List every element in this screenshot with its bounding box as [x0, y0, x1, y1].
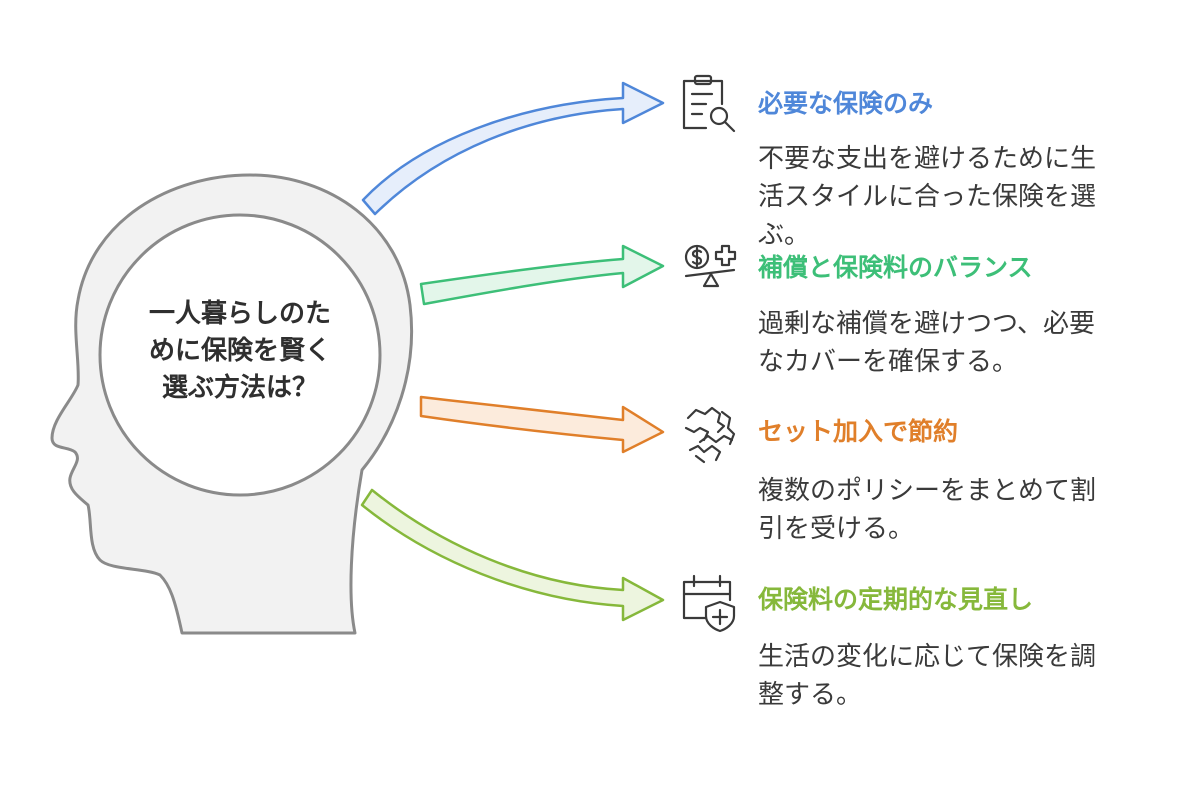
desc-line: なカバーを確保する。 — [758, 347, 1019, 377]
arrow-green — [419, 244, 665, 306]
money-balance-icon — [684, 244, 737, 288]
desc-line: 引を受ける。 — [758, 514, 915, 544]
item-title-periodic-review: 保険料の定期的な見直し — [758, 585, 1034, 614]
item-title-coverage-balance: 補償と保険料のバランス — [758, 253, 1033, 282]
arrow-blue — [361, 81, 665, 216]
item-desc-coverage-balance: 過剰な補償を避けつつ、必要 なカバーを確保する。 — [758, 305, 1173, 381]
item-desc-bundle-savings: 複数のポリシーをまとめて割 引を受ける。 — [758, 472, 1173, 548]
item-title-bundle-savings: セット加入で節約 — [758, 417, 959, 446]
central-question: 一人暮らしのた めに保険を賢く 選ぶ方法は？ — [118, 296, 362, 407]
arrow-lime — [360, 488, 665, 622]
desc-line: 過剰な補償を避けつつ、必要 — [758, 309, 1095, 339]
clipboard-search-icon — [682, 74, 736, 133]
arrow-orange — [419, 395, 665, 454]
desc-line: 複数のポリシーをまとめて割 — [758, 476, 1097, 506]
desc-line: 不要な支出を避けるために生 — [758, 144, 1097, 174]
item-title-necessary-insurance: 必要な保険のみ — [758, 89, 934, 118]
item-desc-periodic-review: 生活の変化に応じて保険を調 整する。 — [758, 638, 1173, 714]
handshake-icon — [684, 406, 736, 464]
central-question-line: 選ぶ方法は？ — [161, 373, 318, 403]
central-question-line: 一人暮らしのた — [148, 299, 331, 329]
desc-line: 整する。 — [758, 680, 863, 710]
desc-line: ぶ。 — [758, 220, 811, 250]
calendar-plus-icon — [682, 574, 736, 633]
thought-circle — [98, 213, 382, 497]
item-desc-necessary-insurance: 不要な支出を避けるために生 活スタイルに合った保険を選 ぶ。 — [758, 140, 1173, 254]
desc-line: 活スタイルに合った保険を選 — [758, 182, 1097, 212]
desc-line: 生活の変化に応じて保険を調 — [758, 642, 1097, 672]
central-question-line: めに保険を賢く — [148, 336, 331, 366]
